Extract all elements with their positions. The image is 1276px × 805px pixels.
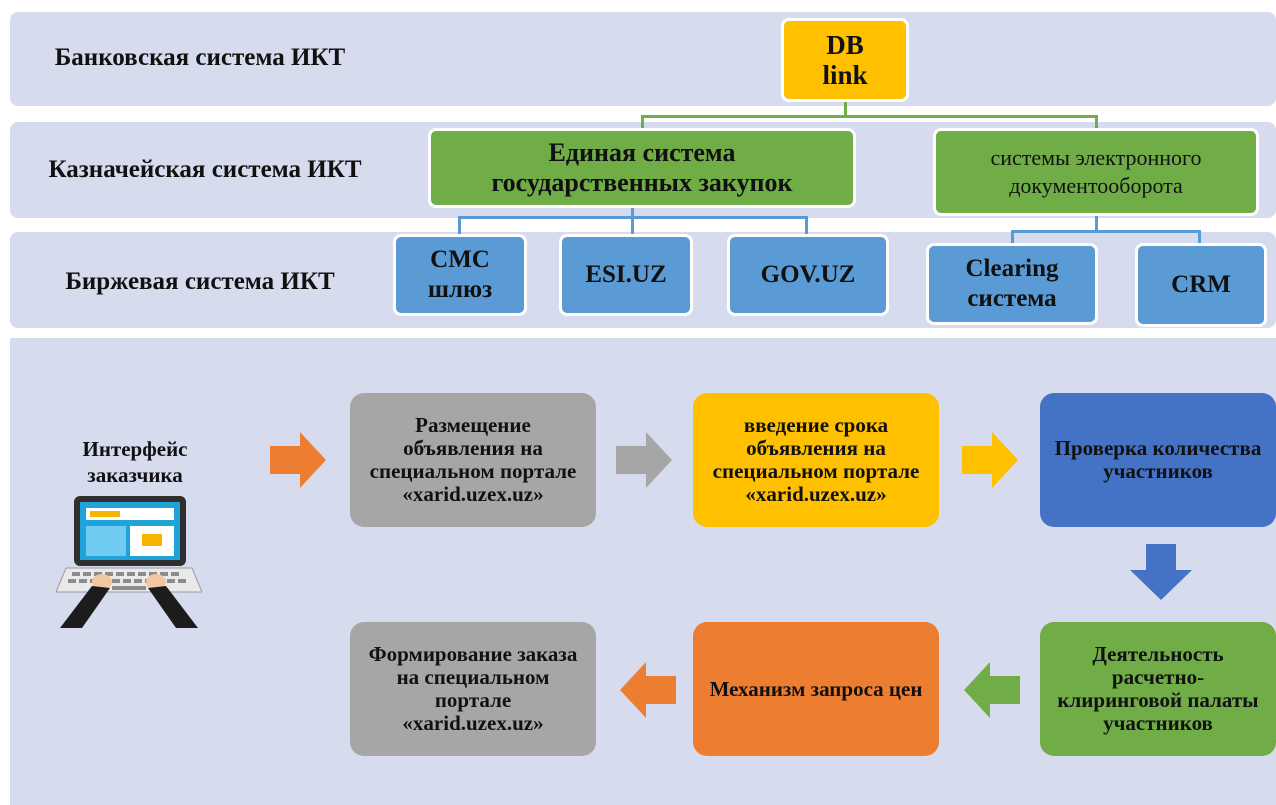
connector-top-horizontal [641, 115, 1098, 118]
connector-to-sms [458, 216, 461, 238]
step-participant-count-check: Проверка количества участников [1040, 393, 1276, 527]
step-price-request-mechanism-label: Механизм запроса цен [709, 676, 923, 701]
step-posting-announcement-label: Размещение объявления на специальном пор… [369, 413, 577, 506]
laptop-icon [55, 494, 203, 628]
step-clearing-house-activity: Деятельность расчетно-клиринговой палаты… [1040, 622, 1276, 756]
connector-to-procurement [641, 115, 644, 130]
connector-to-clearing [1011, 230, 1014, 247]
crm-box: CRM [1135, 243, 1267, 327]
clearing-box: Clearing система [926, 243, 1098, 325]
arrow-right-icon [962, 432, 1018, 488]
gov-uz-label: GOV.UZ [760, 261, 856, 288]
arrow-left-icon [620, 662, 676, 718]
edo-box: системы электронного документооборота [933, 128, 1259, 216]
gov-uz-box: GOV.UZ [727, 234, 889, 316]
step-price-request-mechanism: Механизм запроса цен [693, 622, 939, 756]
connector-db-down [844, 100, 847, 118]
db-link-box: DB link [781, 18, 909, 102]
esi-uz-label: ESI.UZ [585, 261, 667, 288]
connector-edo-horizontal [1011, 230, 1201, 233]
band-banking [10, 12, 1276, 106]
arrow-left-icon [964, 662, 1020, 718]
arrow-right-icon [616, 432, 672, 488]
connector-to-edo [1095, 115, 1098, 130]
row-label-exchange: Биржевая система ИКТ [65, 268, 335, 295]
connector-to-esi [631, 216, 634, 238]
step-clearing-house-activity-label: Деятельность расчетно-клиринговой палаты… [1057, 642, 1259, 735]
step-order-formation-label: Формирование заказа на специальном порта… [368, 642, 578, 735]
clearing-label: Clearing система [965, 255, 1059, 312]
arrow-down-icon [1130, 544, 1192, 600]
step-announcement-deadline-label: введение срока объявления на специальном… [712, 413, 920, 506]
connector-procurement-down [631, 206, 634, 218]
connector-to-crm [1198, 230, 1201, 247]
arrow-right-icon [270, 432, 326, 488]
connector-to-gov [805, 216, 808, 238]
sms-gateway-box: СМС шлюз [393, 234, 527, 316]
crm-label: CRM [1171, 271, 1231, 298]
client-interface-label: Интерфейс заказчика [82, 437, 188, 487]
db-link-label: DB link [822, 30, 868, 90]
connector-edo-down [1095, 214, 1098, 232]
row-label-banking: Банковская система ИКТ [54, 44, 346, 71]
step-announcement-deadline: введение срока объявления на специальном… [693, 393, 939, 527]
step-order-formation: Формирование заказа на специальном порта… [350, 622, 596, 756]
esi-uz-box: ESI.UZ [559, 234, 693, 316]
procurement-label: Единая система государственных закупок [491, 138, 793, 197]
step-participant-count-check-label: Проверка количества участников [1054, 436, 1262, 483]
sms-gateway-label: СМС шлюз [427, 246, 493, 303]
row-label-treasury: Казначейская система ИКТ [48, 156, 362, 183]
procurement-box: Единая система государственных закупок [428, 128, 856, 208]
step-posting-announcement: Размещение объявления на специальном пор… [350, 393, 596, 527]
edo-label: системы электронного документооборота [990, 145, 1202, 198]
